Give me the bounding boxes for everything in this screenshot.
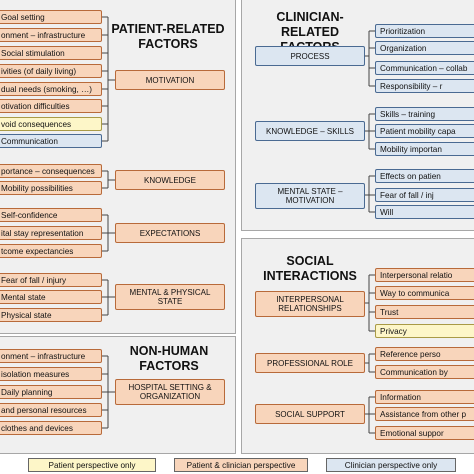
factor-item: Responsibility – r (375, 79, 474, 93)
factor-item: Organization (375, 41, 474, 55)
factor-item: Effects on patien (375, 169, 474, 183)
process-category: PROCESS (255, 46, 365, 66)
factor-item: Fear of fall / injury (0, 273, 102, 287)
factor-item: portance – consequences (0, 164, 102, 178)
factor-item: void consequences (0, 117, 102, 131)
motivation-category: MOTIVATION (115, 70, 225, 90)
factor-item: Trust (375, 305, 474, 319)
legend-patient-only: Patient perspective only (28, 458, 156, 472)
factor-item: Self-confidence (0, 208, 102, 222)
mental-motivation-category: MENTAL STATE – MOTIVATION (255, 183, 365, 209)
factor-item: Communication – collab (375, 61, 474, 75)
factor-item: Way to communica (375, 286, 474, 300)
factor-item: Goal setting (0, 10, 102, 24)
factor-item: Social stimulation (0, 46, 102, 60)
factor-item: Interpersonal relatio (375, 268, 474, 282)
factor-item: Information (375, 390, 474, 404)
nonhuman-title-line1: NON-HUMAN (129, 344, 209, 358)
legend-clinician-only: Clinician perspective only (326, 458, 456, 472)
interpersonal-category: INTERPERSONAL RELATIONSHIPS (255, 291, 365, 317)
factor-item: Communication by (375, 365, 474, 379)
expectations-category: EXPECTATIONS (115, 223, 225, 243)
nonhuman-factors-title: NON-HUMAN FACTORS (110, 344, 228, 374)
factor-item: Will (375, 205, 474, 219)
factor-item: and personal resources (0, 403, 102, 417)
social-interactions-title: SOCIAL INTERACTIONS (255, 254, 365, 284)
factor-item: Mobility possibilities (0, 181, 102, 195)
factor-item: Prioritization (375, 24, 474, 38)
factor-item: Mental state (0, 290, 102, 304)
factor-item: isolation measures (0, 367, 102, 381)
factor-item: otivation difficulties (0, 99, 102, 113)
knowledge-category: KNOWLEDGE (115, 170, 225, 190)
factor-item: Reference perso (375, 347, 474, 361)
clinician-title-line1: CLINICIAN-RELATED (276, 10, 344, 39)
factor-item: ivities (of daily living) (0, 64, 102, 78)
factor-item: Communication (0, 134, 102, 148)
social-support-category: SOCIAL SUPPORT (255, 404, 365, 424)
factor-item: Skills – training (375, 107, 474, 121)
factor-item: onment – infrastructure (0, 349, 102, 363)
factor-item: ital stay representation (0, 226, 102, 240)
factor-item: Fear of fall / inj (375, 188, 474, 202)
social-title-line2: INTERACTIONS (263, 269, 357, 283)
social-title-line1: SOCIAL (286, 254, 334, 268)
factor-item: Assistance from other p (375, 407, 474, 421)
patient-title-line2: FACTORS (138, 37, 198, 51)
factor-item: clothes and devices (0, 421, 102, 435)
knowledge-skills-category: KNOWLEDGE – SKILLS (255, 121, 365, 141)
patient-factors-title: PATIENT-RELATED FACTORS (108, 22, 228, 52)
mental-physical-category: MENTAL & PHYSICAL STATE (115, 284, 225, 310)
factor-item: Physical state (0, 308, 102, 322)
professional-role-category: PROFESSIONAL ROLE (255, 353, 365, 373)
legend-both-perspectives: Patient & clinician perspective (174, 458, 308, 472)
factor-item: dual needs (smoking, …) (0, 82, 102, 96)
factor-item: Patient mobility capa (375, 124, 474, 138)
factor-item: Mobility importan (375, 142, 474, 156)
patient-title-line1: PATIENT-RELATED (111, 22, 225, 36)
factor-item: Daily planning (0, 385, 102, 399)
factor-item: tcome expectancies (0, 244, 102, 258)
factor-item: onment – infrastructure (0, 28, 102, 42)
factor-item: Emotional suppor (375, 426, 474, 440)
nonhuman-title-line2: FACTORS (139, 359, 199, 373)
hospital-category: HOSPITAL SETTING & ORGANIZATION (115, 379, 225, 405)
factor-item: Privacy (375, 324, 474, 338)
